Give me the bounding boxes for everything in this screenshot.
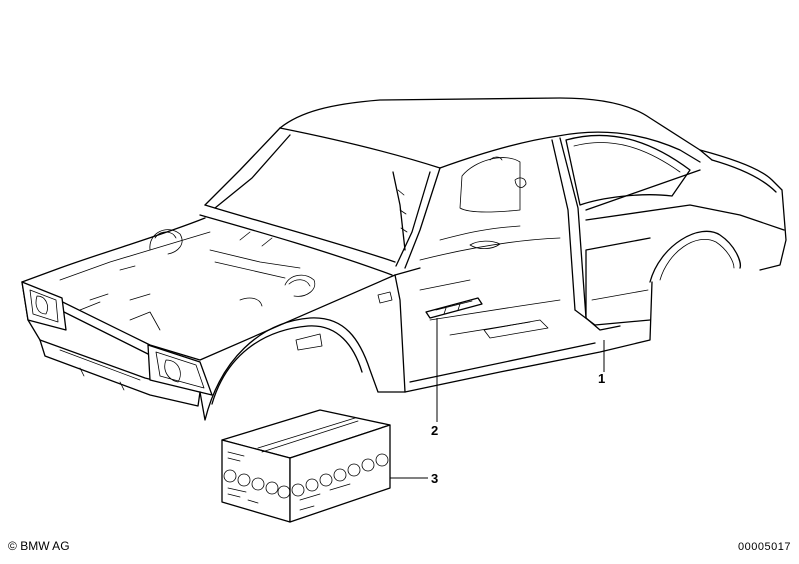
callout-3: 3 [431,471,439,486]
body-shell [21,97,787,421]
box-circle-pattern [223,453,389,499]
callout-2: 2 [431,423,439,438]
copyright-symbol: © [8,539,17,553]
copyright-notice: © BMW AG [8,539,70,553]
drawing-number: 00005017 [738,541,791,553]
sill-reinforcement-part [425,297,483,319]
callout-1: 1 [598,371,606,386]
parts-box [221,409,391,523]
copyright-owner: BMW AG [20,539,70,553]
